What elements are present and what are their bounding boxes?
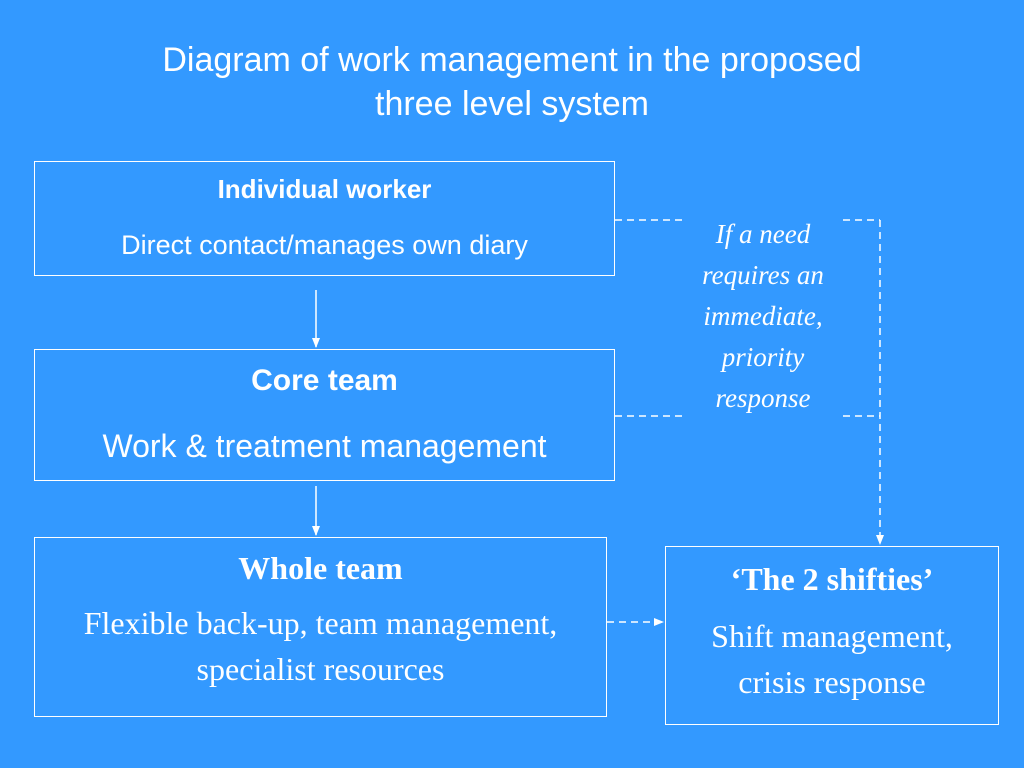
escalation-note: If a need requires an immediate, priorit… [683,214,843,419]
node-whole-heading: Whole team [238,550,403,586]
note-line: response [715,383,811,413]
note-line: priority [721,342,805,372]
node-whole-team: Whole team Flexible back-up, team manage… [34,537,607,717]
node-core-heading: Core team [251,364,398,397]
node-the-2-shifties: ‘The 2 shifties’ Shift management, crisi… [665,546,999,725]
page-title: Diagram of work management in the propos… [0,38,1024,126]
note-line: If a need [715,219,811,249]
note-line: requires an [702,260,824,290]
node-individual-heading: Individual worker [217,174,432,204]
node-shifties-heading: ‘The 2 shifties’ [730,561,934,597]
note-line: immediate, [703,301,823,331]
node-individual-body: Direct contact/manages own diary [121,230,528,260]
node-shifties-body: Shift management, crisis response [711,618,953,700]
node-individual-worker: Individual worker Direct contact/manages… [34,161,615,276]
node-whole-body: Flexible back-up, team management, speci… [83,605,558,687]
title-line-2: three level system [375,85,649,123]
node-core-team: Core team Work & treatment management [34,349,615,481]
node-core-body: Work & treatment management [102,428,547,464]
title-line-1: Diagram of work management in the propos… [162,41,862,79]
